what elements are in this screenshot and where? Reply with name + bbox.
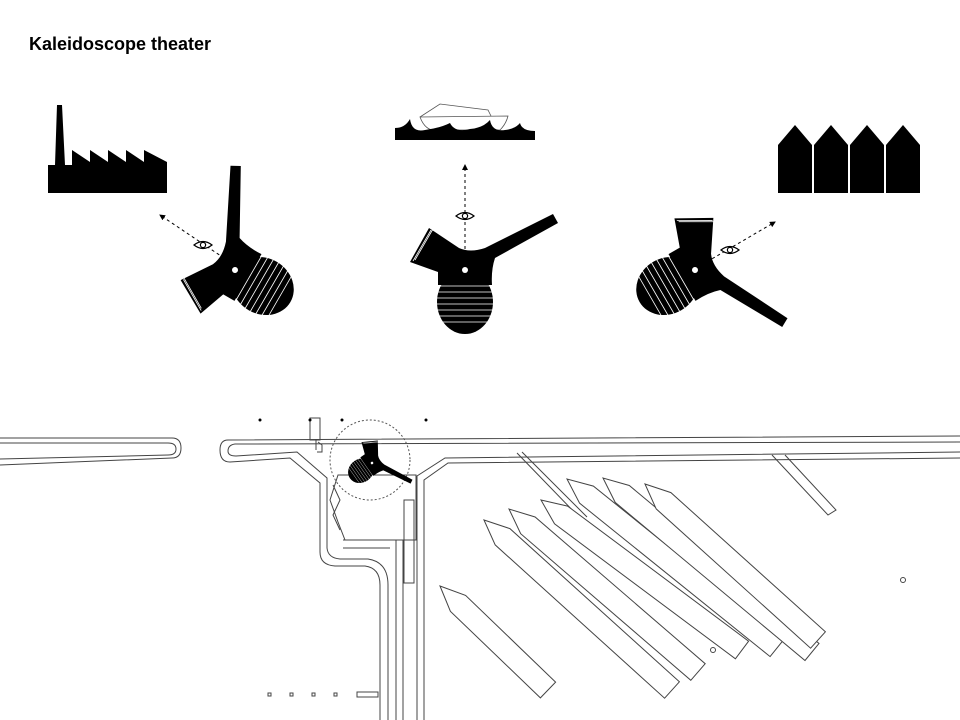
boat [483,519,681,699]
boat [602,477,820,662]
boats [439,477,827,699]
boat-waves-icon [395,103,535,140]
site-plan [0,417,960,720]
boat [566,478,785,658]
site-markers [258,418,428,422]
theater-site-plan [336,430,414,511]
boat [439,585,557,699]
eye-icon [720,245,740,255]
eye-icon [455,211,475,221]
page-title: Kaleidoscope theater [29,34,212,54]
eye-icon [193,240,213,250]
theater-houses-orientation [611,193,791,384]
boat [540,499,750,660]
factory-icon [48,105,167,193]
boat [644,483,827,649]
theater-factory-orientation [158,160,338,351]
boat [508,508,706,682]
theater-sea-orientation [409,213,559,335]
houses-icon [778,125,920,193]
